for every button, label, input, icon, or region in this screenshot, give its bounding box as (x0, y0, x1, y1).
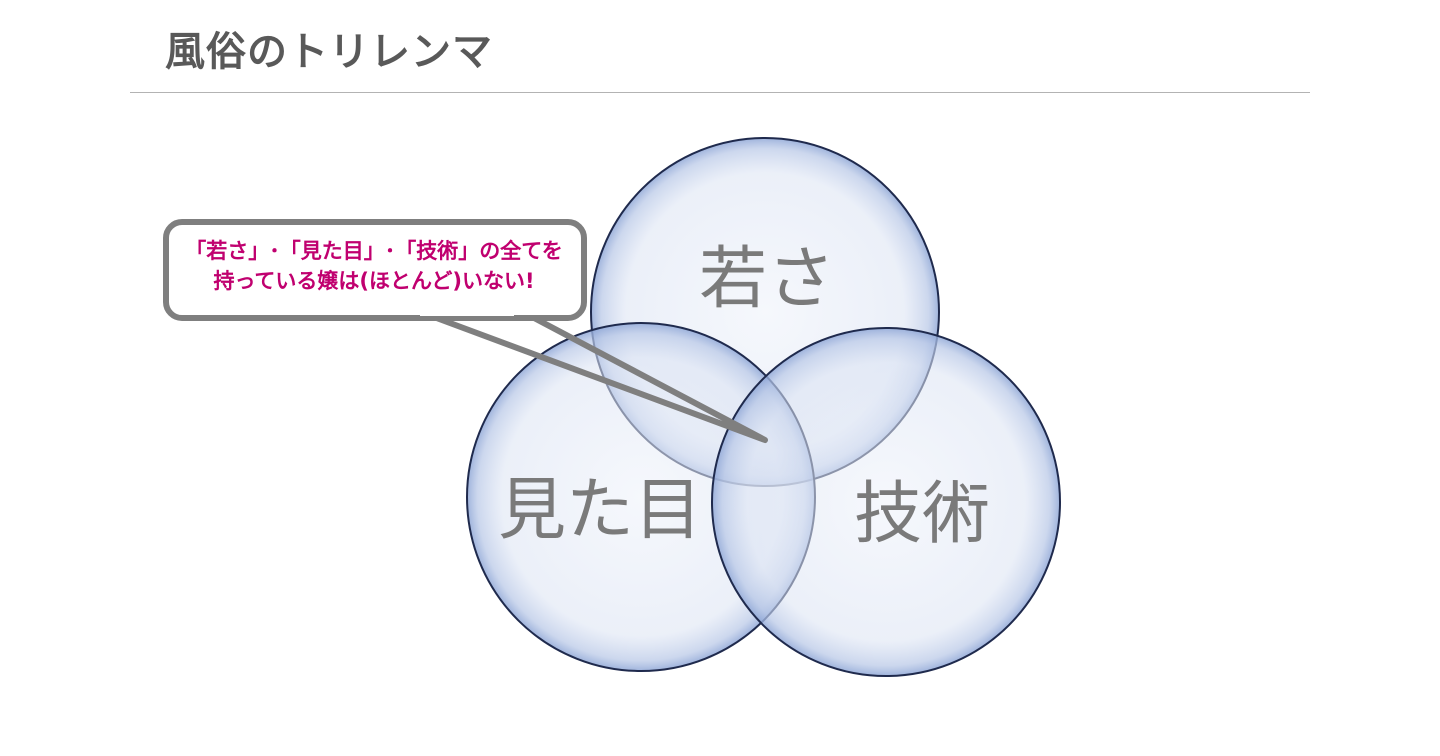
callout-text: 「若さ」･「見た目」･「技術」の全てを 持っている嬢は(ほとんど)いない! (168, 236, 580, 296)
callout-line-2: 持っている嬢は(ほとんど)いない! (213, 269, 535, 293)
callout-seam (420, 312, 514, 316)
slide-title: 風俗のトリレンマ (165, 29, 493, 75)
venn-circle-gijutsu (711, 327, 1061, 677)
venn-label-mitame: 見た目 (498, 471, 702, 550)
callout-box (163, 219, 587, 321)
venn-label-gijutsu: 技術 (854, 475, 990, 554)
venn-label-wakasa: 若さ (699, 240, 835, 319)
title-divider (130, 92, 1310, 93)
callout-line-1: 「若さ」･「見た目」･「技術」の全てを (185, 239, 563, 263)
